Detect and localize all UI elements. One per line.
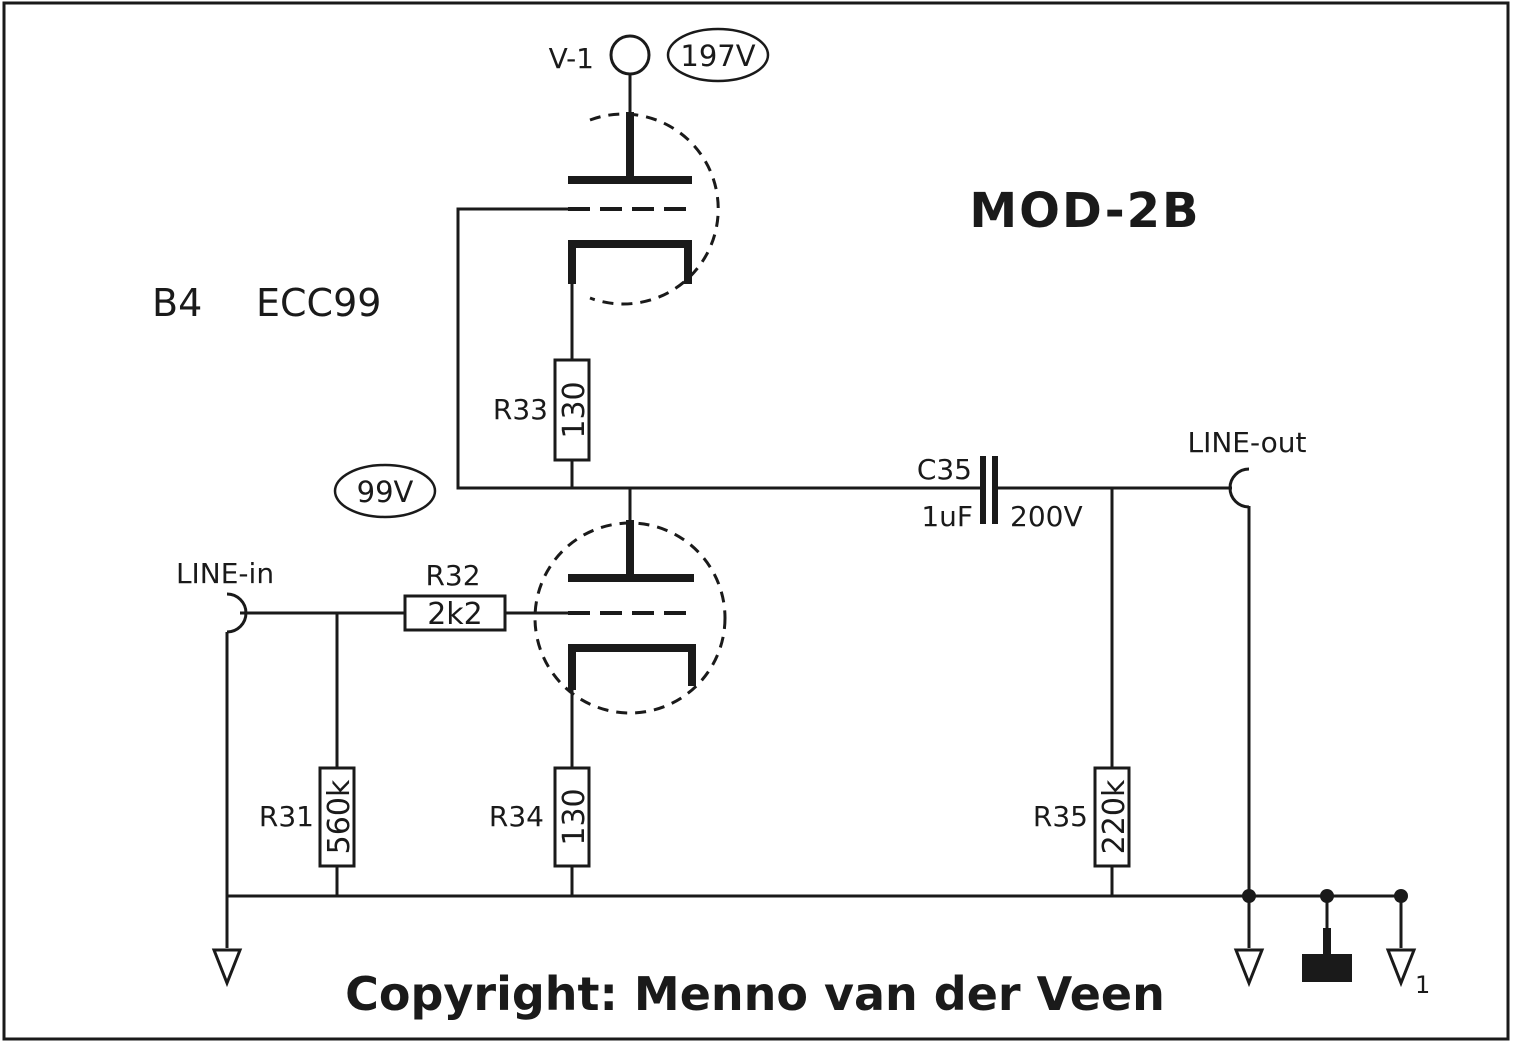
junction-dot (1394, 889, 1408, 903)
junction-dot (1242, 889, 1256, 903)
resistor-value: 220k (1097, 779, 1132, 854)
resistor-value: 560k (322, 779, 357, 854)
resistor-r35: 220k R35 (1033, 766, 1132, 868)
line-out-connector: LINE-out (1188, 426, 1307, 509)
wire-upper-grid-feedback (456, 207, 980, 490)
supply-label: V-1 (549, 42, 594, 75)
copyright-text: Copyright: Menno van der Veen (345, 967, 1165, 1021)
resistor-ref: R33 (493, 393, 548, 426)
resistor-value: 2k2 (427, 597, 483, 632)
connector-jack (1228, 467, 1250, 509)
resistor-body (318, 766, 356, 868)
ground-icon (1233, 948, 1265, 988)
line-in-label: LINE-in (176, 557, 274, 590)
supply-voltage: 197V (680, 39, 755, 73)
tube-type-label: ECC99 (256, 281, 381, 325)
line-in-connector: LINE-in (176, 557, 274, 634)
resistor-r31: 560k R31 (259, 766, 357, 868)
resistor-ref: R31 (259, 800, 314, 833)
capacitor-ref: C35 (917, 453, 972, 486)
upper-triode (568, 112, 720, 306)
supply-terminal: V-1 197V (549, 27, 770, 83)
resistor-r33: 130 R33 (493, 358, 592, 462)
capacitor-c35: C35 1uF 200V (917, 453, 1083, 533)
resistor-value: 130 (557, 788, 592, 845)
resistor-r34: 130 R34 (489, 766, 592, 868)
resistor-body (1093, 766, 1131, 868)
lower-cathode (568, 644, 696, 690)
junctions (1242, 889, 1408, 903)
resistor-body (553, 358, 591, 462)
mid-voltage-text: 99V (357, 475, 414, 509)
resistor-body (403, 594, 507, 632)
connector-jack (226, 592, 248, 634)
resistor-value: 130 (557, 381, 592, 438)
mid-voltage-badge (333, 463, 437, 519)
ground-index: 1 (1415, 971, 1430, 999)
resistor-ref: R32 (425, 559, 480, 592)
resistor-r32: 2k2 R32 (403, 559, 507, 632)
line-out-label: LINE-out (1188, 426, 1307, 459)
upper-triode-envelope (589, 112, 720, 306)
diagram-title: MOD-2B (969, 183, 1200, 239)
board-label: B4 (152, 281, 202, 325)
chassis-ground-icon (1302, 954, 1352, 982)
capacitor-value: 1uF (921, 500, 973, 533)
supply-voltage-badge (666, 27, 770, 83)
capacitor-rating: 200V (1010, 500, 1083, 533)
ground-icon (211, 948, 243, 988)
ground-icon (1385, 948, 1417, 988)
ground-symbols (211, 948, 1417, 988)
upper-cathode (568, 240, 692, 284)
junction-dot (1320, 889, 1334, 903)
resistor-ref: R34 (489, 800, 544, 833)
mid-voltage-indicator: 99V (333, 463, 437, 519)
resistor-body (553, 766, 591, 868)
lower-triode (533, 520, 727, 715)
resistor-ref: R35 (1033, 800, 1088, 833)
